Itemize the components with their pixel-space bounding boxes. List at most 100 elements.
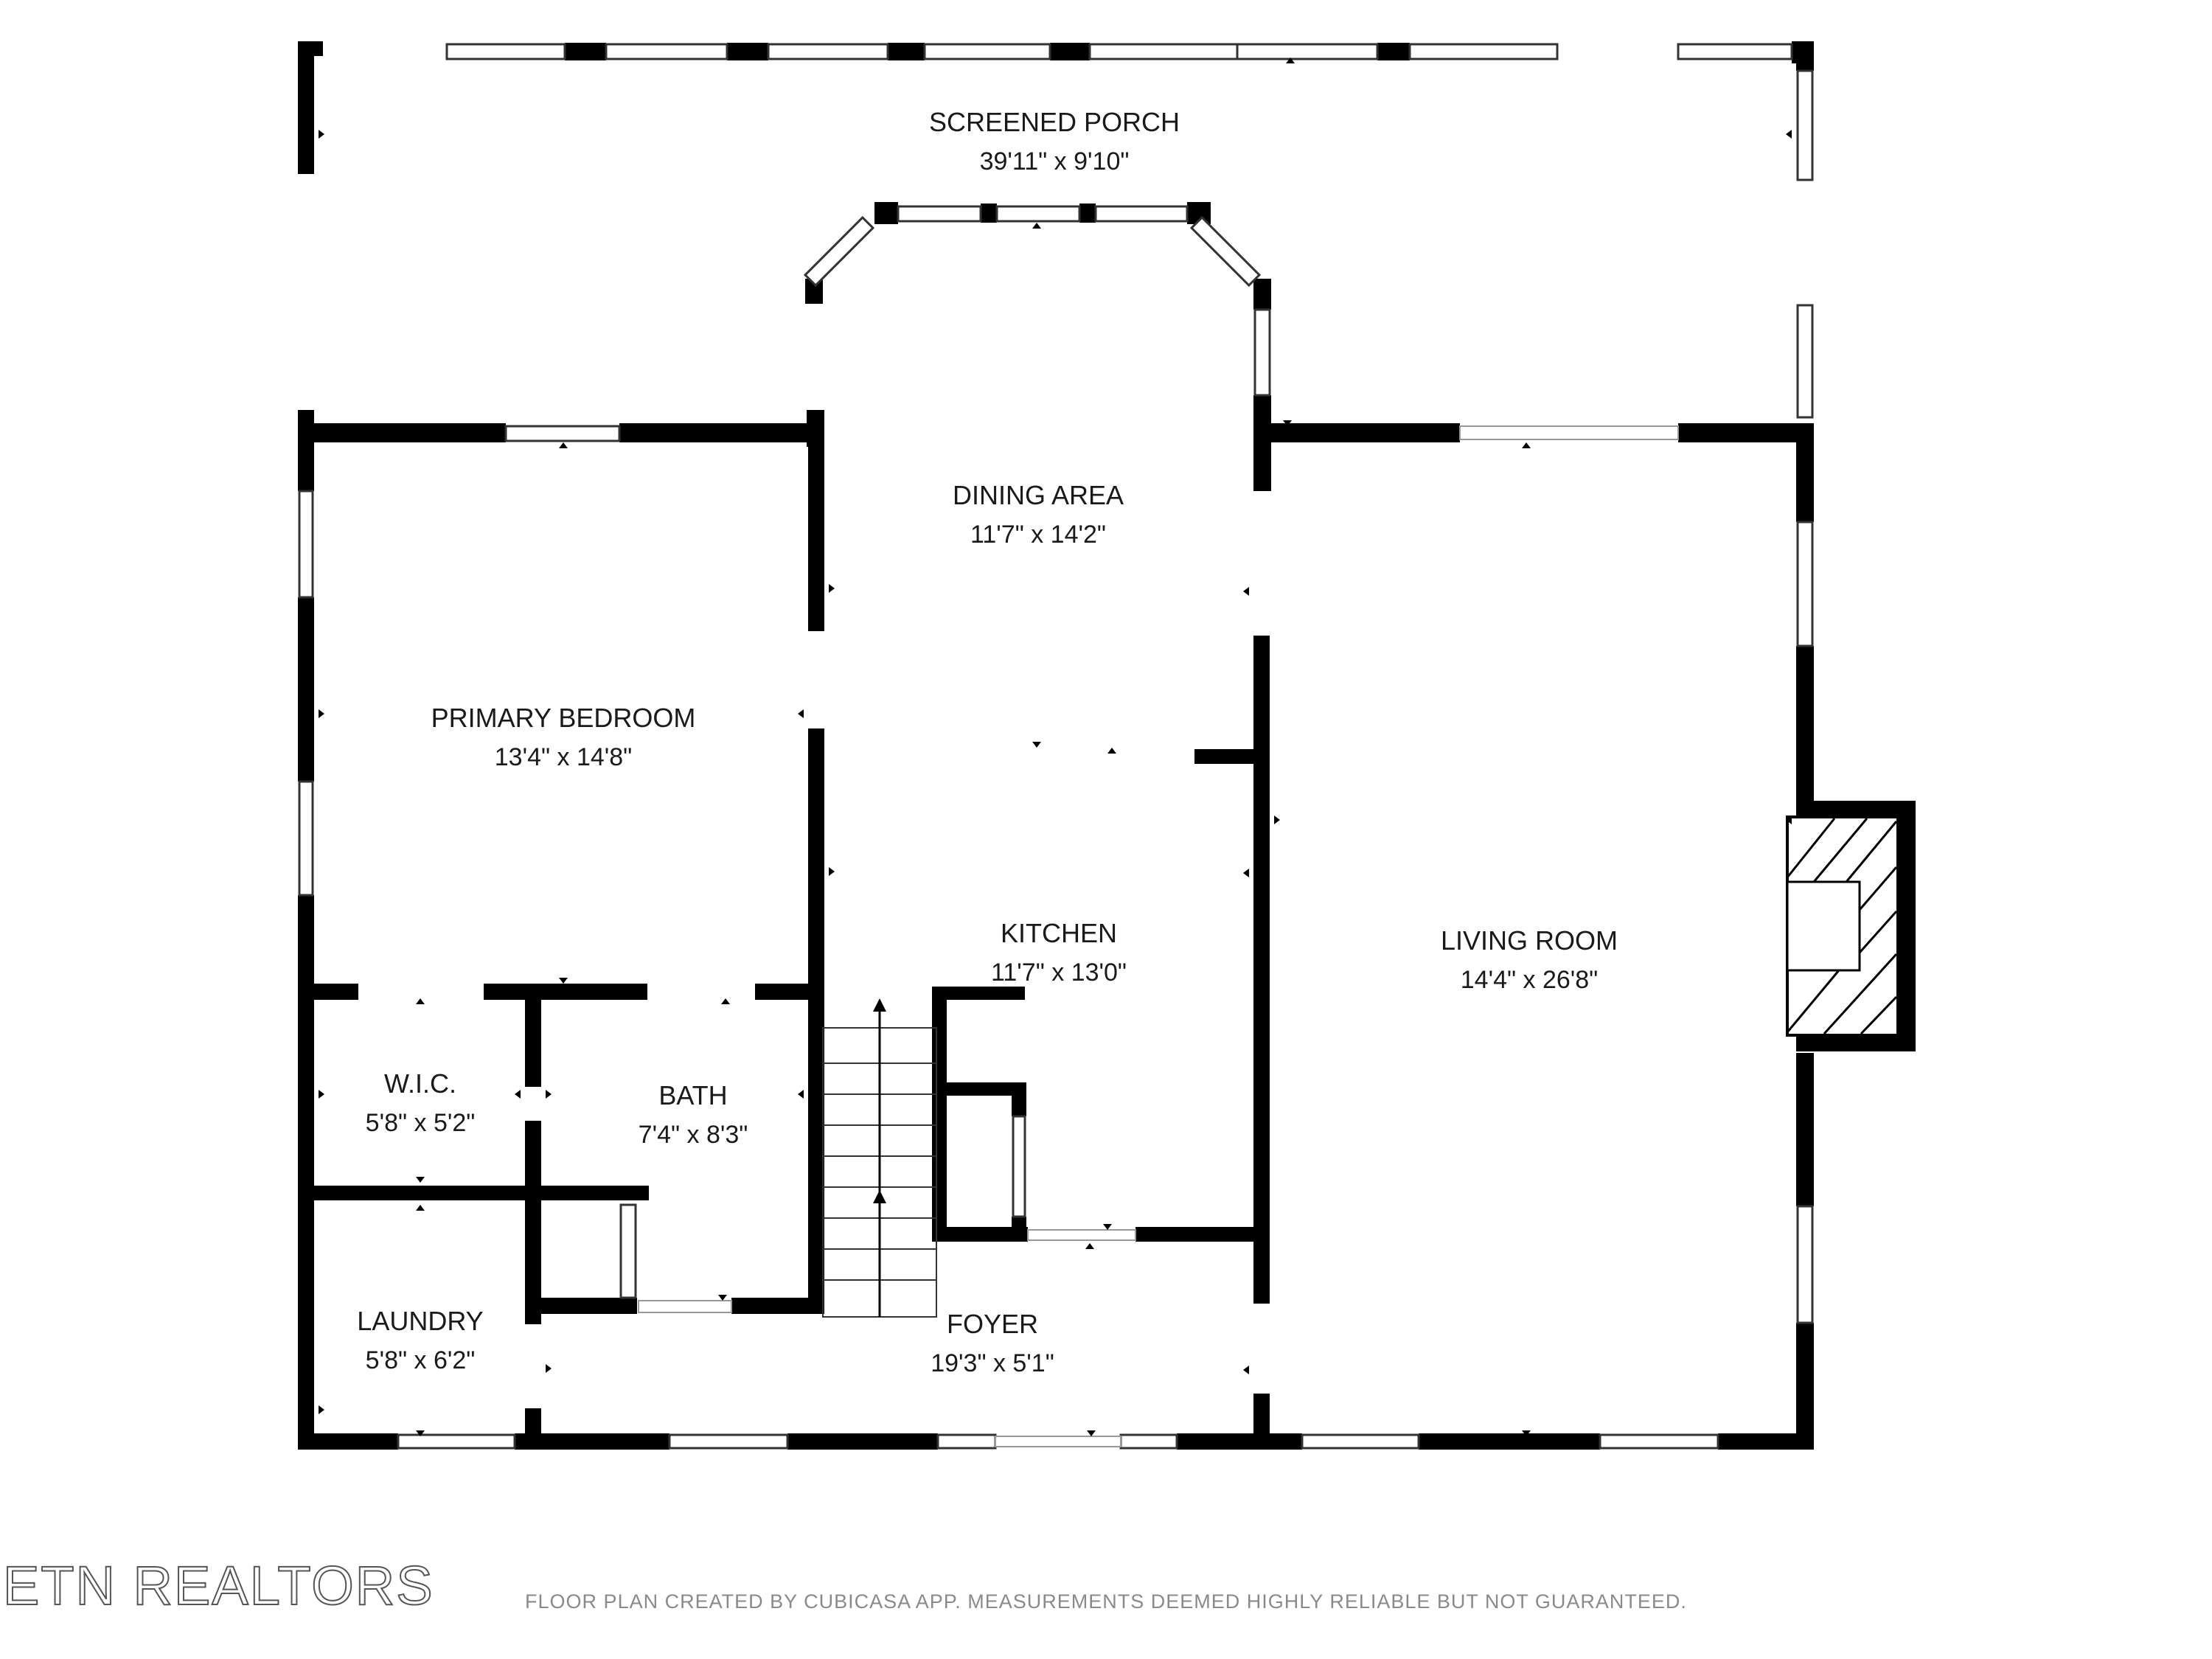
wall [755,984,824,1000]
window [803,215,875,288]
room-dims-kitchen: 11'7" x 13'0" [991,959,1127,987]
window [1301,1433,1420,1450]
room-dims-living-room: 14'4" x 26'8" [1461,966,1598,994]
window [1189,215,1262,288]
wall [525,988,541,1087]
wall [525,1298,637,1314]
wall [981,204,997,223]
wall [1194,749,1256,764]
stairs [822,998,937,1318]
fireplace-hatch [1786,818,1898,1035]
wall [888,43,925,60]
wall [1177,1433,1302,1450]
hatch-line [1823,953,1898,1035]
marker [319,1405,324,1414]
window [1088,43,1239,60]
window [995,205,1081,223]
window [298,490,314,599]
wall [1253,423,1270,490]
window [1236,43,1379,60]
marker [798,709,804,718]
room-name-bath: BATH [658,1080,727,1110]
openings [638,425,1679,1447]
wall [515,1433,669,1450]
room-dims-laundry: 5'8" x 6'2" [366,1346,476,1374]
room-dims-primary-bedroom: 13'4" x 14'8" [495,743,632,771]
marker [1522,1430,1531,1436]
marker [416,1430,425,1436]
room-dims-dining-area: 11'7" x 14'2" [970,521,1106,549]
wall [932,987,1025,1000]
wall [1796,41,1814,71]
room-name-primary-bedroom: PRIMARY BEDROOM [431,703,696,733]
fireplace-firebox [1786,880,1861,972]
wall [525,1121,541,1305]
windows [298,43,1814,1450]
wall [1419,1433,1600,1450]
window [1796,304,1814,419]
window [1408,43,1559,60]
wall [1898,801,1916,1051]
window [936,1433,997,1450]
wall [787,1433,938,1450]
wall [525,1305,541,1324]
window [504,425,621,442]
wall [1012,1082,1026,1116]
fireplace [1786,815,1899,1037]
window [1012,1115,1026,1218]
marker [1283,420,1292,426]
stair-arrow-head [873,998,886,1012]
marker [1243,869,1249,877]
wall [1796,1035,1916,1051]
hatch-line [1858,911,1898,953]
room-name-screened-porch: SCREENED PORCH [929,107,1180,137]
wall [484,984,647,1000]
marker [1087,1430,1096,1436]
wall [944,1082,1025,1096]
hatch-line [1786,970,1840,1033]
room-name-dining-area: DINING AREA [953,480,1124,510]
wall [932,1227,1028,1242]
wall [1135,1227,1270,1242]
markers [319,58,1792,1436]
hatch-line [1860,995,1898,1035]
wall [932,987,947,1236]
window [897,205,982,223]
wall [1796,1323,1814,1450]
room-dims-screened-porch: 39'11" x 9'10" [980,147,1130,175]
marker [829,867,835,876]
wall [298,984,358,1000]
disclaimer-text: FLOOR PLAN CREATED BY CUBICASA APP. MEAS… [525,1590,1687,1613]
marker [546,1364,552,1373]
wall [298,410,314,491]
marker [721,998,730,1004]
marker [829,584,835,593]
wall [1796,646,1814,804]
marker [718,1295,727,1301]
window [1796,521,1814,647]
room-name-wic: W.I.C. [384,1068,456,1099]
wall [298,423,506,442]
opening [638,1300,732,1313]
wall [1796,423,1814,522]
marker [1243,587,1249,596]
window [298,780,314,897]
window [619,1203,637,1299]
hatch-line [1812,818,1868,883]
marker [1107,748,1116,754]
marker [1103,1224,1112,1230]
opening [1027,1229,1136,1241]
room-name-foyer: FOYER [947,1309,1038,1339]
opening [1459,425,1679,440]
room-name-living-room: LIVING ROOM [1441,925,1618,956]
wall [1796,801,1914,817]
room-name-kitchen: KITCHEN [1001,918,1117,948]
marker [559,978,568,984]
wall [808,410,824,631]
marker [1286,58,1295,63]
window [668,1433,789,1450]
marker [515,1090,521,1099]
marker [1243,1366,1249,1374]
marker [416,1205,425,1211]
